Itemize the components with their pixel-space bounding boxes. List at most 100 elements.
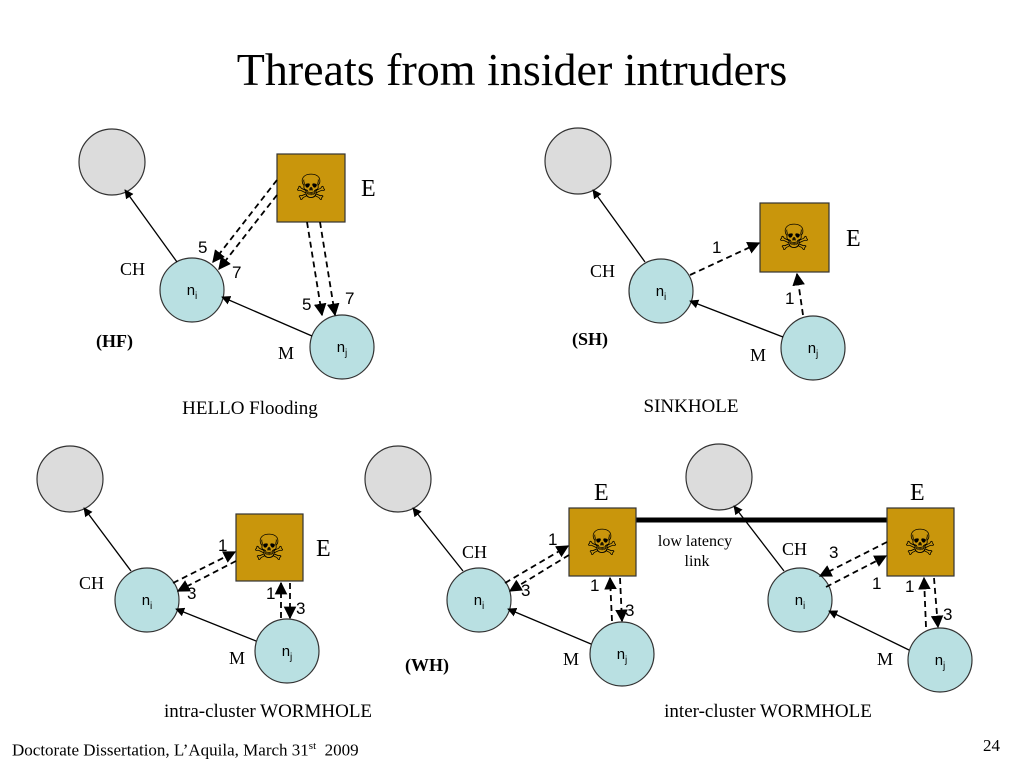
sh-ch-label: CH	[590, 261, 615, 281]
slide-title: Threats from insider intruders	[236, 44, 788, 95]
intra-m-label: M	[229, 648, 245, 668]
inter-right-edge-label: 3	[943, 605, 952, 624]
inter-left-edge-label: 1	[548, 530, 557, 549]
low-latency-link-label: low latency	[658, 533, 732, 550]
hf-e-label: E	[361, 176, 376, 202]
inter-right-node-ni	[767, 567, 833, 633]
inter-left-attacker-skull-icon: ☠	[586, 523, 618, 563]
intra-edge-nj-to-ni	[175, 607, 257, 642]
hf-ch-label: CH	[120, 259, 145, 279]
intra-edge-label: 1	[266, 584, 275, 603]
inter-right-edge-label: 3	[829, 543, 838, 562]
hf-ni-label: ni	[187, 282, 198, 302]
inter-left-edge-nj-to-ni	[507, 607, 592, 645]
intra-edge-label: 3	[296, 599, 305, 618]
sh-cluster-head	[544, 127, 612, 195]
inter-right-edge-nj-to-ni	[828, 610, 910, 651]
hf-edge-label: 5	[302, 295, 311, 314]
inter-left-ch-label: CH	[462, 542, 487, 562]
inter-left-nj-label: nj	[617, 646, 628, 666]
sh-attacker-box	[759, 202, 830, 273]
hf-edge-ni-to-ch	[124, 189, 178, 263]
inter-left-edge-label: 3	[521, 581, 530, 600]
inter-left-attacker-box	[568, 507, 637, 577]
inter-wormhole-diagram: ☠ ni nj CH M E 1 3 1 3 low latency link …	[364, 443, 973, 722]
footer-text: Doctorate Dissertation, L’Aquila, March …	[12, 740, 359, 760]
intra-e-label: E	[316, 536, 331, 562]
intra-edge-label: 3	[187, 584, 196, 603]
wh-tag: (WH)	[405, 655, 449, 676]
hf-edge-nj-to-ni	[221, 296, 313, 337]
inter-right-ch-label: CH	[782, 539, 807, 559]
inter-left-edge-nj-to-e	[604, 576, 617, 622]
hf-diagram: ☠ ni nj CH M E 5 7 5 7 (HF) HELLO Floodi…	[78, 128, 376, 419]
hf-m-label: M	[278, 343, 294, 363]
sh-edge-nj-to-ni	[689, 299, 784, 338]
hf-edge-label: 7	[345, 289, 354, 308]
sh-caption: SINKHOLE	[644, 396, 739, 417]
hf-node-ni	[159, 257, 225, 323]
sh-attacker-skull-icon: ☠	[778, 218, 810, 258]
inter-right-attacker-skull-icon: ☠	[904, 523, 936, 563]
inter-left-edge-e-to-ni	[508, 554, 570, 592]
intra-attacker-skull-icon: ☠	[253, 528, 285, 568]
hf-attacker-skull-icon: ☠	[295, 168, 327, 208]
hf-node-nj	[309, 314, 375, 380]
hf-cluster-head	[78, 128, 146, 196]
sh-edge-label: 1	[785, 289, 794, 308]
inter-right-m-label: M	[877, 649, 893, 669]
hf-edge-label: 5	[198, 238, 207, 257]
inter-right-edge-ni-to-e	[825, 555, 888, 588]
sh-e-label: E	[846, 226, 861, 252]
inter-left-node-ni	[446, 567, 512, 633]
intra-node-ni	[114, 567, 180, 633]
inter-right-e-label: E	[910, 480, 925, 506]
sh-nj-label: nj	[808, 340, 819, 360]
hf-attacker-box	[276, 153, 346, 223]
sh-edge-ni-to-ch	[592, 189, 646, 263]
hf-nj-label: nj	[337, 339, 348, 359]
page-number: 24	[983, 736, 1000, 755]
inter-left-e-label: E	[594, 480, 609, 506]
inter-right-edge-label: 1	[905, 577, 914, 596]
inter-right-nj-label: nj	[935, 652, 946, 672]
inter-right-edge-ni-to-ch	[733, 505, 785, 572]
hf-edge-label: 7	[232, 263, 241, 282]
intra-caption: intra-cluster WORMHOLE	[164, 701, 372, 722]
inter-left-ni-label: ni	[474, 592, 485, 612]
inter-right-edge-e-to-nj	[930, 577, 944, 629]
sh-edge-label: 1	[712, 238, 721, 257]
hf-caption: HELLO Flooding	[182, 398, 318, 419]
hf-edge-e-to-nj-a	[306, 221, 327, 317]
intra-attacker-box	[235, 513, 304, 582]
inter-right-ni-label: ni	[795, 592, 806, 612]
low-latency-link-label-2: link	[685, 553, 710, 570]
sh-node-nj	[780, 315, 846, 381]
hf-edge-e-to-ni-b	[218, 194, 278, 270]
intra-wormhole-diagram: ☠ ni nj CH M E 1 3 1 3 intra-cluster WOR…	[36, 445, 372, 722]
sh-edge-ni-to-e	[689, 242, 761, 276]
inter-left-edge-e-to-nj	[615, 577, 628, 623]
sh-node-ni	[628, 258, 694, 324]
intra-ch-label: CH	[79, 573, 104, 593]
hf-edge-e-to-ni-a	[212, 179, 278, 263]
inter-left-edge-label: 3	[625, 601, 634, 620]
inter-right-edge-label: 1	[872, 574, 881, 593]
intra-edge-e-to-ni	[176, 560, 237, 592]
hf-tag: (HF)	[96, 331, 133, 352]
intra-cluster-head	[36, 445, 104, 513]
intra-edge-ni-to-ch	[83, 507, 132, 572]
inter-left-cluster-head	[364, 445, 432, 513]
sh-ni-label: ni	[656, 283, 667, 303]
intra-edge-ni-to-e	[172, 551, 237, 584]
inter-left-edge-ni-to-e	[504, 545, 570, 584]
intra-ni-label: ni	[142, 592, 153, 612]
inter-caption: inter-cluster WORMHOLE	[664, 701, 872, 722]
inter-right-cluster-head	[685, 443, 753, 511]
inter-left-edge-ni-to-ch	[412, 507, 464, 572]
inter-right-edge-e-to-ni	[818, 541, 888, 577]
sh-diagram: ☠ ni nj CH M E 1 1 (SH) SINKHOLE	[544, 127, 861, 417]
inter-left-m-label: M	[563, 649, 579, 669]
sh-m-label: M	[750, 345, 766, 365]
